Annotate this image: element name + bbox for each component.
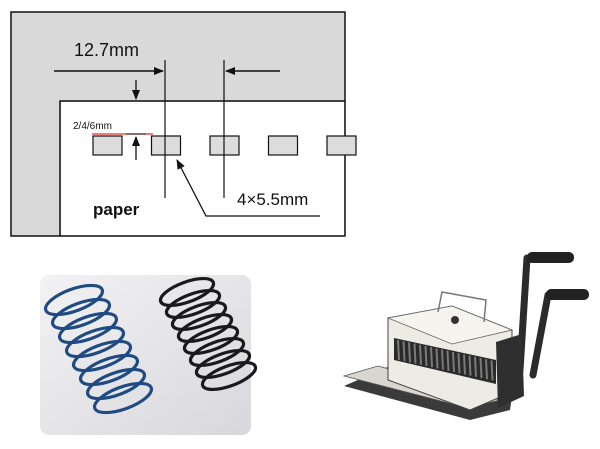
comb-tooth — [402, 341, 406, 362]
paper-sheet — [59, 100, 345, 236]
machine-handle-grip — [546, 289, 589, 300]
pitch-label: 12.7mm — [74, 40, 139, 60]
double-loop-wire-icon — [43, 276, 258, 415]
wire-loop — [71, 339, 133, 373]
comb-tooth — [457, 353, 461, 374]
wire-loop — [85, 367, 147, 401]
wire-loop — [182, 324, 240, 356]
comb-tooth — [435, 348, 439, 369]
binding-hole — [267, 135, 299, 156]
comb-tooth — [430, 347, 433, 368]
comb-tooth — [419, 344, 422, 365]
wire-loop — [64, 325, 126, 359]
machine-top-cover — [386, 305, 514, 345]
hole-size-label: 4×5.5mm — [237, 190, 308, 209]
machine-handle-arm — [529, 291, 552, 379]
wire-loop — [200, 360, 258, 392]
margin-label: 2/4/6mm — [73, 121, 112, 132]
technical-drawing: 12.7mm 2/4/6mm 4×5.5mm paper — [10, 11, 357, 237]
wire-loop — [92, 381, 154, 415]
comb-tooth — [485, 359, 488, 380]
binding-holes — [92, 135, 357, 156]
comb-tooth — [490, 360, 494, 381]
binding-hole — [326, 135, 357, 156]
comb-tooth — [474, 356, 477, 377]
wire-binding-machine-icon — [342, 252, 589, 420]
paper-fill — [61, 102, 344, 235]
wire-loop — [158, 276, 216, 308]
comb-tooth — [468, 355, 472, 376]
comb-tooth — [446, 350, 450, 371]
wire-loop — [164, 288, 222, 320]
wire-loop — [188, 336, 246, 368]
wire-loop — [43, 283, 105, 317]
wire-loop — [170, 300, 228, 332]
machine-knob — [451, 316, 459, 324]
machine-comb-teeth — [397, 339, 494, 381]
machine-paper-guide — [437, 291, 487, 323]
binding-hole — [150, 135, 182, 156]
comb-tooth — [441, 349, 444, 370]
comb-tooth — [463, 354, 466, 375]
machine-side-frame — [496, 334, 524, 408]
machine-handle-grip — [527, 252, 574, 263]
comb-tooth — [413, 343, 417, 364]
hole-size-leader — [176, 159, 320, 217]
wire-loop — [78, 353, 140, 387]
paper-label: paper — [93, 200, 140, 219]
wire-loop — [57, 311, 119, 345]
comb-tooth — [408, 342, 411, 363]
comb-tooth — [452, 351, 455, 373]
comb-tooth — [424, 345, 428, 367]
comb-tooth — [397, 339, 400, 361]
binding-hole — [92, 135, 123, 156]
binding-wires-photo — [40, 275, 258, 435]
wire-loop — [50, 297, 112, 331]
comb-tooth — [479, 357, 483, 379]
wire-loop — [176, 312, 234, 344]
wire-loop — [194, 348, 252, 380]
